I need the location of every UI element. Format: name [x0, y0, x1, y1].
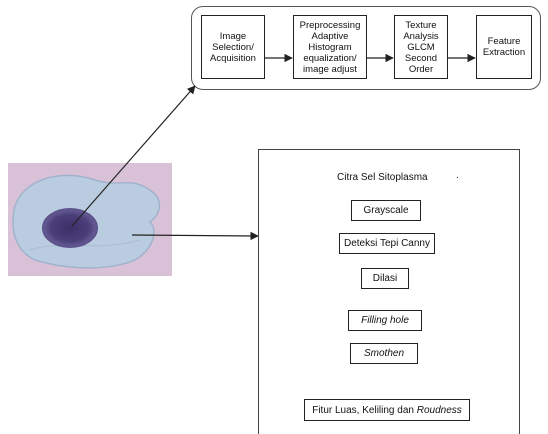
step-canny-edge: Deteksi Tepi Canny: [339, 233, 435, 254]
cell-micrograph: [8, 163, 172, 276]
stage-image-acquisition: Image Selection/ Acquisition: [201, 15, 265, 79]
stage-feature-extraction: Feature Extraction: [476, 15, 532, 79]
flowchart-start-label: Citra Sel Sitoplasma: [337, 172, 428, 183]
stray-mark: .: [456, 170, 459, 181]
step-filling-hole: Filling hole: [348, 310, 422, 331]
step-dilation: Dilasi: [361, 268, 409, 289]
step-grayscale: Grayscale: [351, 200, 421, 221]
flowchart-panel: [258, 149, 520, 434]
step-final-features: Fitur Luas, Keliling dan Roudness: [304, 399, 470, 421]
nucleus-shape: [42, 208, 98, 248]
final-features-emphasis: Roudness: [416, 404, 462, 416]
stage-texture-analysis: Texture Analysis GLCM Second Order: [394, 15, 448, 79]
final-features-prefix: Fitur Luas, Keliling dan: [312, 404, 417, 416]
step-smoothen: Smothen: [350, 343, 418, 364]
stage-preprocessing: Preprocessing Adaptive Histogram equaliz…: [293, 15, 367, 79]
